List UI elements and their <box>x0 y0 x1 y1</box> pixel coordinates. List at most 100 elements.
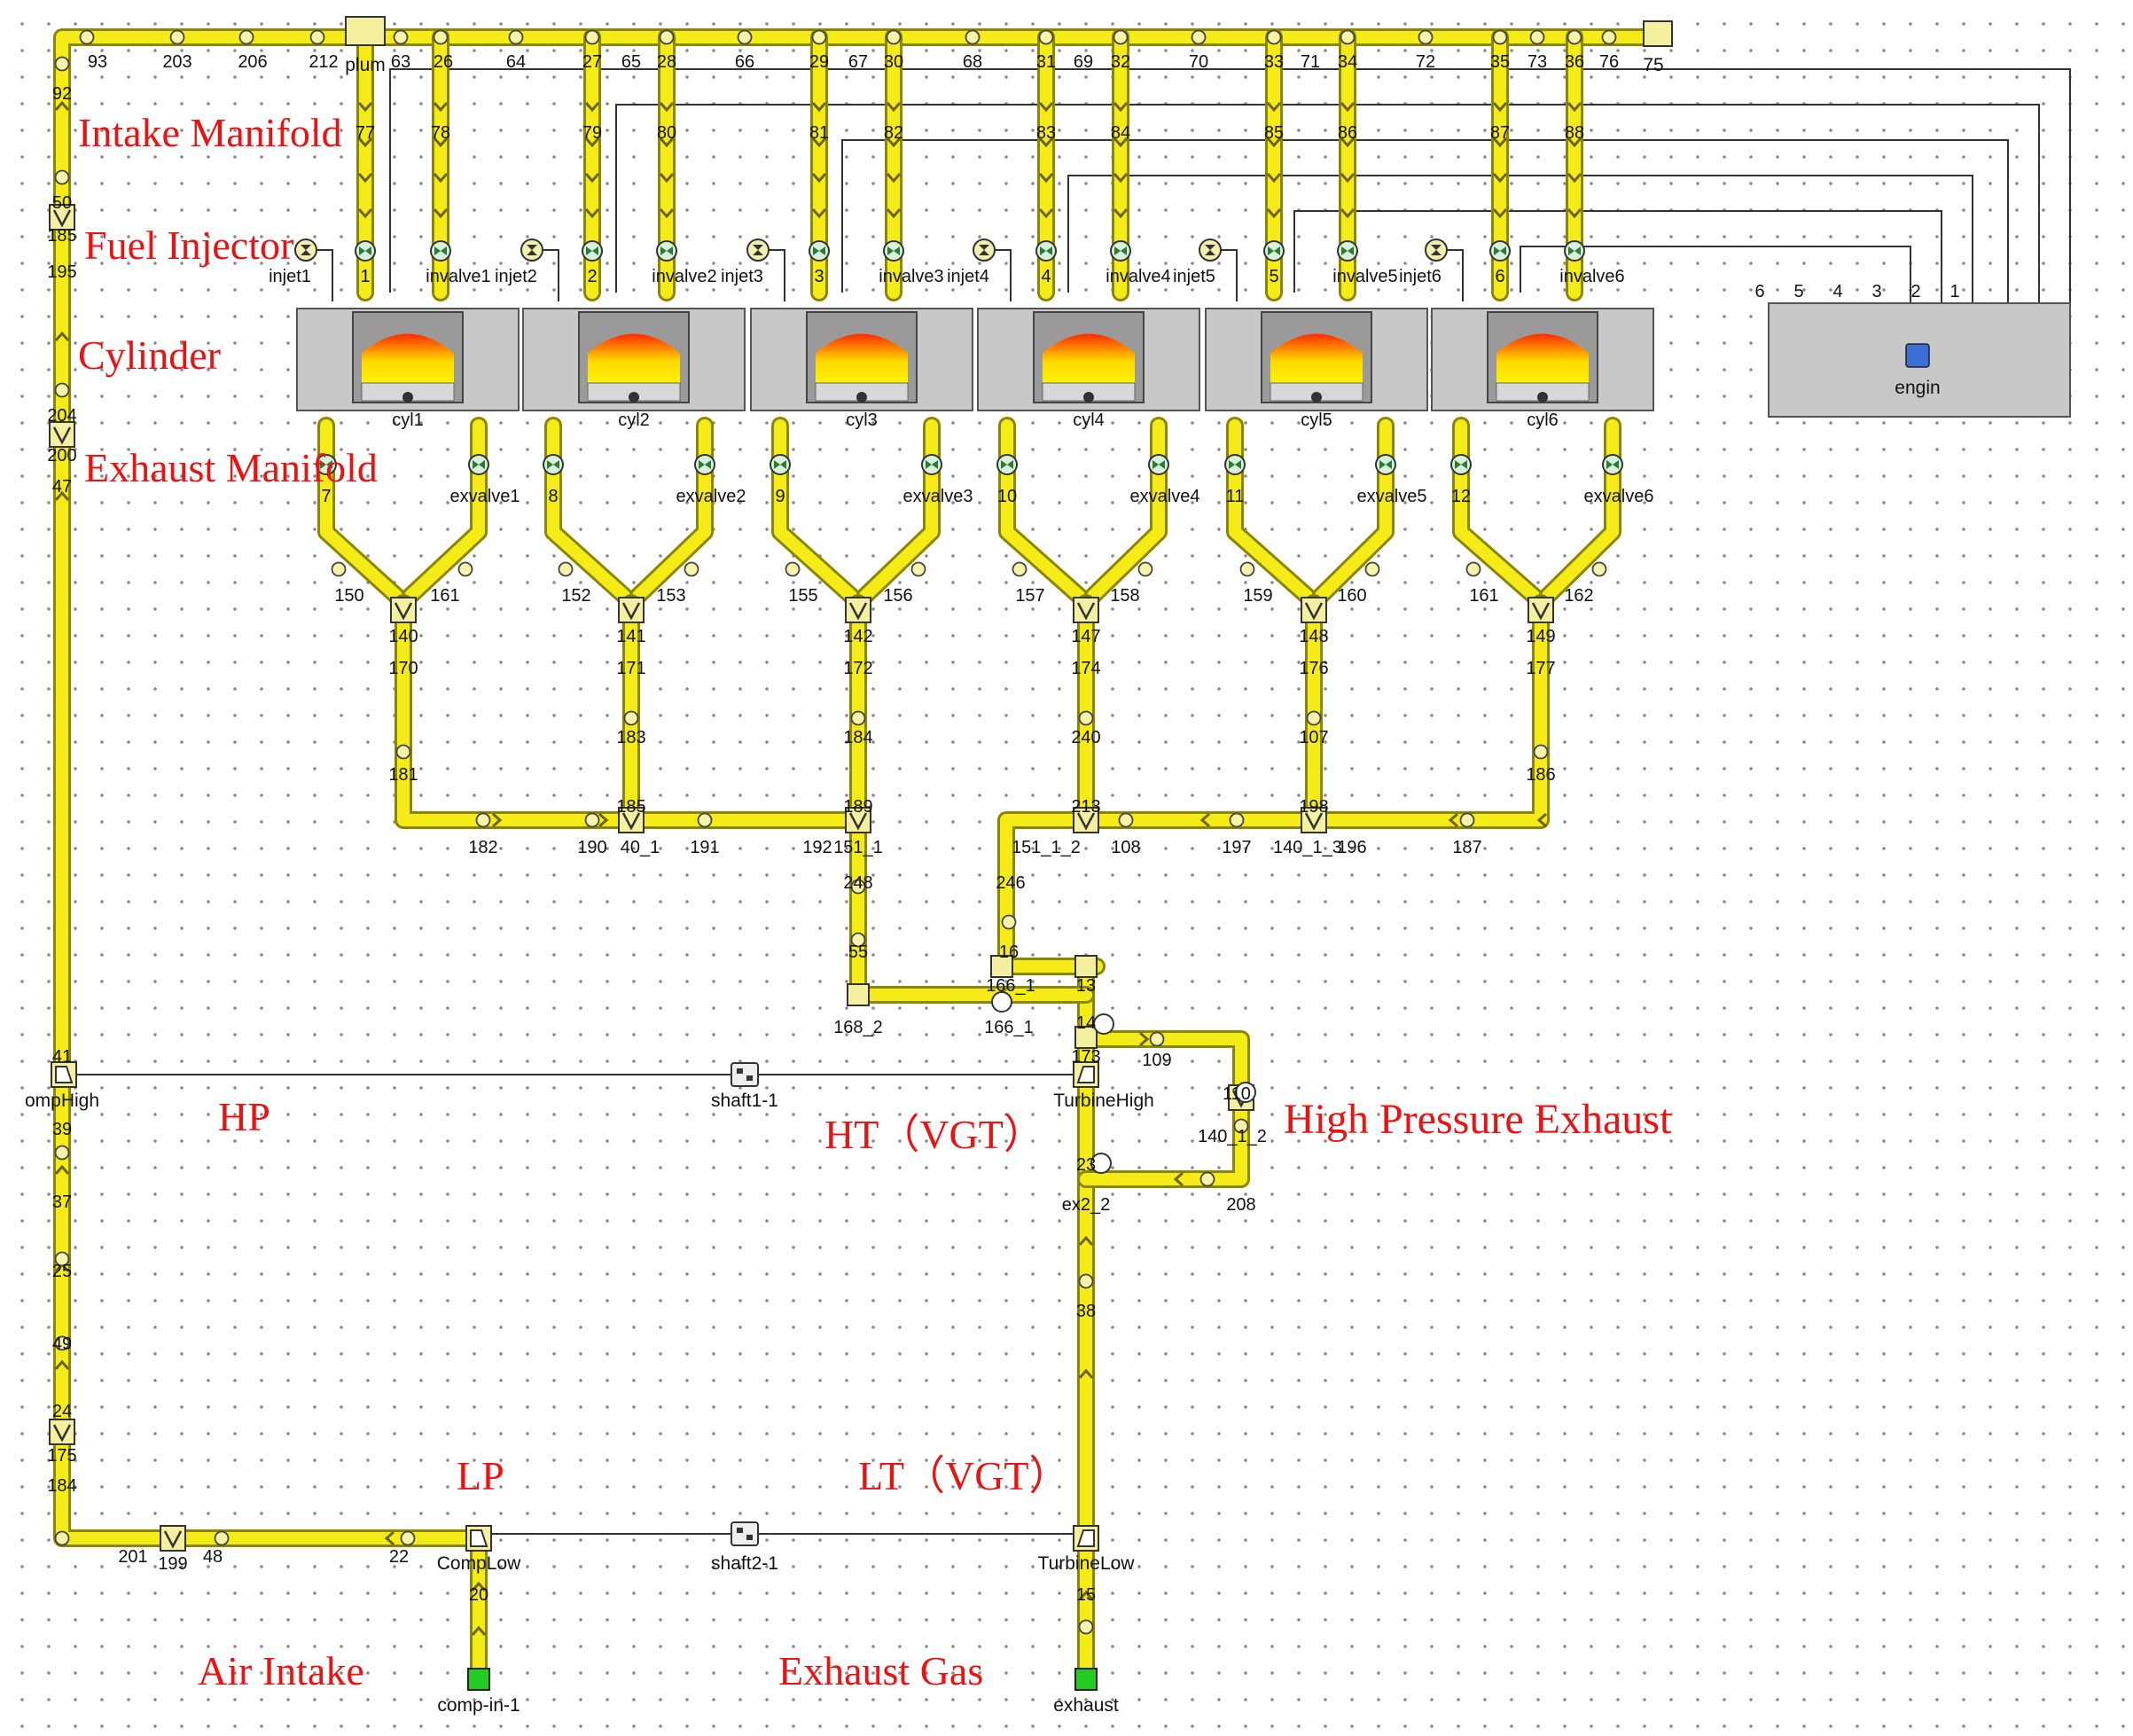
valve-icon <box>887 246 900 255</box>
junction-1[interactable] <box>390 597 417 623</box>
junction-4[interactable] <box>1073 597 1099 623</box>
misc-node-label: 23 <box>1076 1155 1096 1175</box>
pipe-node <box>1233 1118 1249 1134</box>
misc-node-label: 20 <box>469 1585 488 1605</box>
pipe-node <box>1118 812 1134 828</box>
junction-v-icon <box>163 1530 183 1549</box>
flow-arrow-icon <box>584 137 600 148</box>
intake-valve-5a[interactable] <box>1263 240 1285 262</box>
junction-left-upper[interactable] <box>49 204 75 231</box>
flow-arrow-icon <box>433 173 449 184</box>
exhaust-valve-5b[interactable] <box>1375 454 1396 475</box>
exhaust-valve-1a[interactable] <box>316 454 337 475</box>
turbine-low[interactable] <box>1073 1525 1099 1552</box>
valve-icon <box>1040 246 1052 255</box>
junction-3[interactable] <box>845 597 871 623</box>
turbine-high[interactable] <box>1073 1061 1099 1088</box>
injector-label: injet6 <box>1399 267 1442 286</box>
junction-collector-left[interactable] <box>618 807 645 833</box>
exhaust-boundary[interactable] <box>1074 1668 1098 1691</box>
intake-valve-6a[interactable] <box>1489 240 1511 262</box>
left-pipe-label: 39 <box>52 1120 72 1139</box>
link-box-3[interactable] <box>1074 1026 1098 1049</box>
intake-valve-1b[interactable] <box>430 240 451 262</box>
exhaust-valve-6a[interactable] <box>1450 454 1472 475</box>
exhaust-valve-5a[interactable] <box>1224 454 1246 475</box>
exhaust-valve-4b[interactable] <box>1148 454 1169 475</box>
junction-6[interactable] <box>1527 597 1554 623</box>
exhaust-valve-2b[interactable] <box>694 454 715 475</box>
link-box-0[interactable] <box>847 983 870 1006</box>
pipe-node <box>1137 561 1153 577</box>
flow-arrow-icon <box>1038 208 1054 219</box>
plum-component[interactable] <box>345 16 386 46</box>
exhaust-valve-3b[interactable] <box>921 454 942 475</box>
valve-icon <box>1268 246 1280 255</box>
cylinder-3[interactable] <box>750 308 973 411</box>
cylinder-5[interactable] <box>1205 308 1428 411</box>
injector-2[interactable] <box>520 239 543 262</box>
engine-block[interactable]: engin <box>1768 302 2071 418</box>
junction-collector-far[interactable] <box>1301 807 1327 833</box>
misc-node-label: 197 <box>1222 838 1251 857</box>
junction-5[interactable] <box>1301 597 1327 623</box>
shaft-low[interactable] <box>731 1521 759 1546</box>
intake-valve-5b[interactable] <box>1337 240 1358 262</box>
intake-valve-4a[interactable] <box>1035 240 1057 262</box>
pipe-node <box>1113 29 1129 45</box>
intake-valve-6b[interactable] <box>1564 240 1585 262</box>
compressor-low[interactable] <box>465 1525 492 1552</box>
misc-node-label: 168_2 <box>833 1018 883 1037</box>
link-box-2[interactable] <box>1074 955 1098 978</box>
exhaust-valve-6b[interactable] <box>1602 454 1623 475</box>
injector-6[interactable] <box>1425 239 1448 262</box>
exhaust-valve-3a[interactable] <box>770 454 791 475</box>
valve-icon <box>1455 460 1467 469</box>
injector-3[interactable] <box>746 239 770 262</box>
intake-valve-2a[interactable] <box>582 240 603 262</box>
link-box-1[interactable] <box>990 955 1013 978</box>
junction-2[interactable] <box>618 597 645 623</box>
junction-v-icon <box>848 812 868 831</box>
cylinder-4[interactable] <box>977 308 1200 411</box>
left-pipe-label: 92 <box>52 84 72 104</box>
intake-valve-2b[interactable] <box>656 240 677 262</box>
junction-collector-mid[interactable] <box>845 807 871 833</box>
end-75-component[interactable] <box>1643 20 1673 47</box>
air-intake-label: Air Intake <box>198 1648 364 1693</box>
junction-left-mid[interactable] <box>49 421 75 448</box>
compressor-high[interactable] <box>51 1061 77 1088</box>
junction-left-lower[interactable] <box>49 1419 75 1445</box>
misc-node-label: 40_1 <box>621 838 660 857</box>
injector-1[interactable] <box>294 239 317 262</box>
misc-node-label: 248 <box>843 873 872 893</box>
injector-5[interactable] <box>1199 239 1222 262</box>
cylinder-6[interactable] <box>1431 308 1654 411</box>
injector-4[interactable] <box>973 239 996 262</box>
valve-icon <box>1229 460 1241 469</box>
comp-in-boundary[interactable] <box>467 1668 490 1691</box>
intake-valve-3a[interactable] <box>809 240 830 262</box>
pipe-node <box>1533 744 1549 760</box>
exhaust-main <box>996 960 1092 1686</box>
intake-valve-3b[interactable] <box>883 240 904 262</box>
exhaust-valve-2a[interactable] <box>543 454 564 475</box>
split-label: 156 <box>883 586 912 606</box>
cylinder-1[interactable] <box>296 308 520 411</box>
pipe-node <box>1459 812 1475 828</box>
intake-valve-4b[interactable] <box>1110 240 1131 262</box>
cylinder-2[interactable] <box>522 308 746 411</box>
exhaust-valve-4a[interactable] <box>996 454 1018 475</box>
cylinder-number-label: 1 <box>360 267 370 286</box>
junction-collector-right[interactable] <box>1073 807 1099 833</box>
junction-v-icon <box>52 1424 72 1443</box>
exhaust-valve-1b[interactable] <box>468 454 489 475</box>
split-label: 152 <box>561 586 590 606</box>
junction-bottom-left[interactable] <box>160 1525 186 1552</box>
junction-v-icon <box>621 602 641 621</box>
shaft-high[interactable] <box>731 1062 759 1087</box>
exhaust-manifold-label: Exhaust Manifold <box>84 445 378 490</box>
pipe-node <box>1078 1273 1094 1289</box>
intake-valve-1a[interactable] <box>355 240 376 262</box>
